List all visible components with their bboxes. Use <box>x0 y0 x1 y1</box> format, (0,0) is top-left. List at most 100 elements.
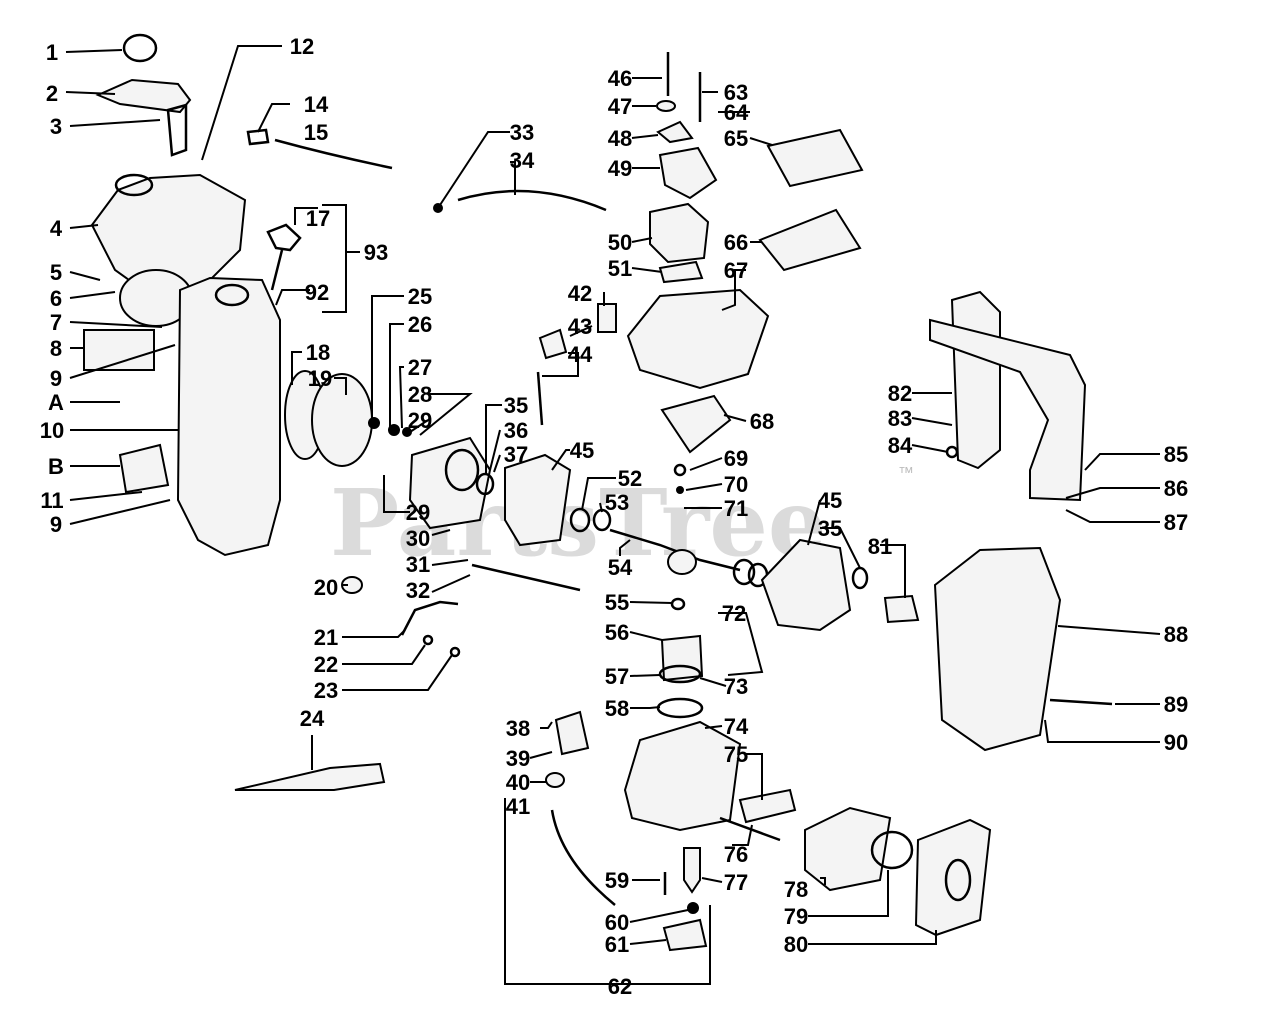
callout-24: 24 <box>300 706 325 731</box>
callout-76: 76 <box>724 842 748 867</box>
part-grommet <box>433 203 443 213</box>
callout-41: 41 <box>506 794 530 819</box>
callout-29: 29 <box>408 408 432 433</box>
callout-36: 36 <box>504 418 528 443</box>
callout-59: 59 <box>605 868 629 893</box>
part-cap <box>122 33 158 63</box>
part-plate <box>658 146 718 200</box>
part-housing-port <box>214 283 250 307</box>
callout-labels: 1 2 3 12 14 15 4 5 6 7 8 9 A 10 B 11 9 1… <box>40 34 1188 999</box>
callout-45: 45 <box>570 438 594 463</box>
callout-86: 86 <box>1164 476 1188 501</box>
callout-23: 23 <box>314 678 338 703</box>
callout-67: 67 <box>724 258 748 283</box>
callout-10: 10 <box>40 418 64 443</box>
callout-73: 73 <box>724 674 748 699</box>
callout-31: 31 <box>406 552 430 577</box>
part-washer <box>388 424 400 436</box>
part-crank-weight <box>667 549 697 575</box>
callout-61: 61 <box>605 932 629 957</box>
callout-B: B <box>48 454 64 479</box>
part-filter-cover <box>766 128 864 188</box>
part-bracket-small <box>597 303 617 333</box>
part-grease-tube <box>234 762 386 791</box>
part-filter-element <box>870 830 914 870</box>
part-clip <box>422 634 434 646</box>
part-boot <box>545 772 565 788</box>
callout-9: 9 <box>50 366 62 391</box>
callout-60: 60 <box>605 910 629 935</box>
callout-39: 39 <box>506 746 530 771</box>
part-muffler-pipe <box>738 788 797 824</box>
part-carb-gasket <box>658 260 704 284</box>
callout-30: 30 <box>406 526 430 551</box>
callout-37: 37 <box>504 442 528 467</box>
part-pin <box>449 646 461 658</box>
callout-87: 87 <box>1164 510 1188 535</box>
part-terminal <box>687 902 699 914</box>
part-drive-shaft <box>471 563 581 592</box>
callout-77: 77 <box>724 870 748 895</box>
callout-88: 88 <box>1164 622 1188 647</box>
part-fitting <box>246 128 270 146</box>
callout-25: 25 <box>408 284 432 309</box>
watermark-trademark: ™ <box>898 465 914 482</box>
callout-68: 68 <box>750 409 774 434</box>
callout-92: 92 <box>305 280 329 305</box>
part-tank-neck <box>114 173 154 197</box>
part-cylinder <box>623 720 742 832</box>
callout-43: 43 <box>568 314 592 339</box>
part-linkage <box>400 600 459 636</box>
part-crankcase-left <box>504 453 572 547</box>
callout-27: 27 <box>408 355 432 380</box>
callout-19: 19 <box>308 366 332 391</box>
callout-12: 12 <box>290 34 314 59</box>
callout-32: 32 <box>406 578 430 603</box>
callout-28: 28 <box>408 382 432 407</box>
part-drawings <box>83 33 1113 952</box>
part-handle-grip <box>950 290 1001 470</box>
callout-90: 90 <box>1164 730 1188 755</box>
callout-56: 56 <box>605 620 629 645</box>
part-clamp <box>656 120 694 144</box>
leader-lines <box>65 45 1161 985</box>
part-bearing <box>732 558 756 586</box>
part-starter-cord <box>270 249 284 291</box>
callout-44: 44 <box>568 342 593 367</box>
callout-29: 29 <box>406 500 430 525</box>
callout-83: 83 <box>888 406 912 431</box>
part-switch <box>538 328 568 360</box>
callout-74: 74 <box>724 714 749 739</box>
callout-15: 15 <box>304 120 328 145</box>
callout-58: 58 <box>605 696 629 721</box>
part-cover-screw <box>1049 698 1113 706</box>
callout-22: 22 <box>314 652 338 677</box>
callout-42: 42 <box>568 281 592 306</box>
part-main-housing <box>176 276 281 557</box>
part-line <box>457 189 607 212</box>
callout-63: 63 <box>724 80 748 105</box>
callout-46: 46 <box>608 66 632 91</box>
callout-51: 51 <box>608 256 632 281</box>
callout-35: 35 <box>818 516 842 541</box>
callout-75: 75 <box>724 742 748 767</box>
callout-48: 48 <box>608 126 632 151</box>
callout-18: 18 <box>306 340 330 365</box>
callout-34: 34 <box>510 148 535 173</box>
callout-9: 9 <box>50 512 62 537</box>
part-plate-b <box>118 443 170 494</box>
callout-26: 26 <box>408 312 432 337</box>
callout-78: 78 <box>784 877 808 902</box>
part-fuel-line <box>274 138 393 170</box>
callout-72: 72 <box>722 601 746 626</box>
callout-50: 50 <box>608 230 632 255</box>
part-bearing-small <box>670 597 686 611</box>
callout-A: A <box>48 390 64 415</box>
part-handle-screw <box>945 445 959 459</box>
callout-82: 82 <box>888 381 912 406</box>
callout-71: 71 <box>724 496 748 521</box>
callout-21: 21 <box>314 625 338 650</box>
callout-66: 66 <box>724 230 748 255</box>
part-block <box>83 329 155 371</box>
